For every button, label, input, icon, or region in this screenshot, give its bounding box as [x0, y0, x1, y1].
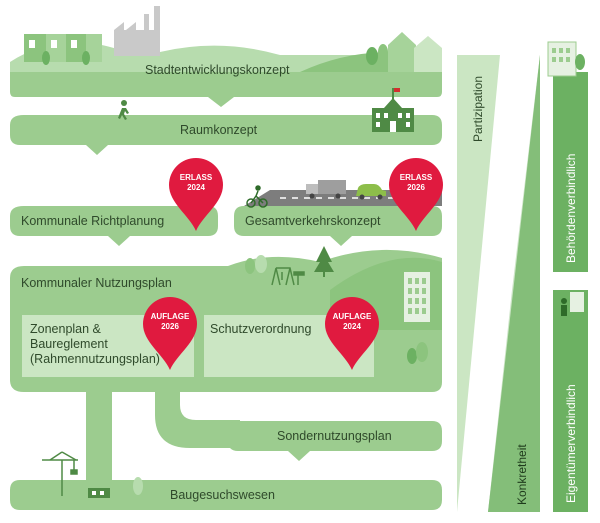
partizipation-wedge	[457, 55, 500, 512]
raumkonzept-band	[10, 115, 442, 155]
zonenplan-label-line1: Zonenplan &	[30, 322, 101, 336]
houses-right-icon	[366, 32, 442, 72]
connector-zonenplan-down	[86, 392, 112, 480]
building-site-icon	[88, 477, 143, 498]
behoerdenverbindlich-label: Behördenverbindlich	[564, 153, 578, 263]
truck-icon	[306, 180, 346, 199]
person-icon	[561, 292, 584, 316]
factory-icon	[114, 6, 160, 56]
konkretheit-label: Konkretheit	[515, 444, 529, 505]
gesamtverkehrskonzept-label: Gesamtverkehrskonzept	[245, 214, 381, 228]
zonenplan-label-line3: (Rahmennutzungsplan)	[30, 352, 160, 366]
person-walking-icon	[118, 100, 129, 120]
playground-icon	[271, 267, 305, 286]
schutzverordnung-label: Schutzverordnung	[210, 322, 312, 336]
baugesuchswesen-label: Baugesuchswesen	[170, 488, 275, 502]
office-building-icon	[547, 41, 585, 77]
connector-sondernutzung	[155, 392, 240, 448]
houses-icon	[24, 34, 102, 65]
raumkonzept-label: Raumkonzept	[180, 123, 258, 137]
sondernutzungsplan-band	[228, 421, 442, 461]
eigentuemerverbindlich-label: Eigentümerverbindlich	[564, 384, 578, 503]
car-icon	[356, 184, 386, 200]
tower-building-icon	[404, 272, 430, 322]
cyclist-icon	[246, 185, 268, 208]
behoerden-bar	[553, 72, 588, 272]
eigentuemer-bar	[553, 290, 588, 512]
crane-icon	[42, 451, 78, 496]
tree-icon	[245, 246, 428, 364]
partizipation-label: Partizipation	[471, 75, 485, 142]
school-icon	[372, 88, 414, 132]
sondernutzungsplan-label: Sondernutzungsplan	[277, 429, 392, 443]
richtplanung-band	[10, 206, 218, 246]
nutzungsplan-label: Kommunaler Nutzungsplan	[21, 276, 172, 290]
baugesuchswesen-band	[10, 480, 442, 510]
richtplanung-label: Kommunale Richtplanung	[21, 214, 165, 228]
zonenplan-label-line2: Baureglement	[30, 337, 108, 351]
konkretheit-wedge-light	[488, 55, 540, 512]
stadtentwicklungskonzept-label: Stadtentwicklungskonzept	[145, 63, 290, 77]
